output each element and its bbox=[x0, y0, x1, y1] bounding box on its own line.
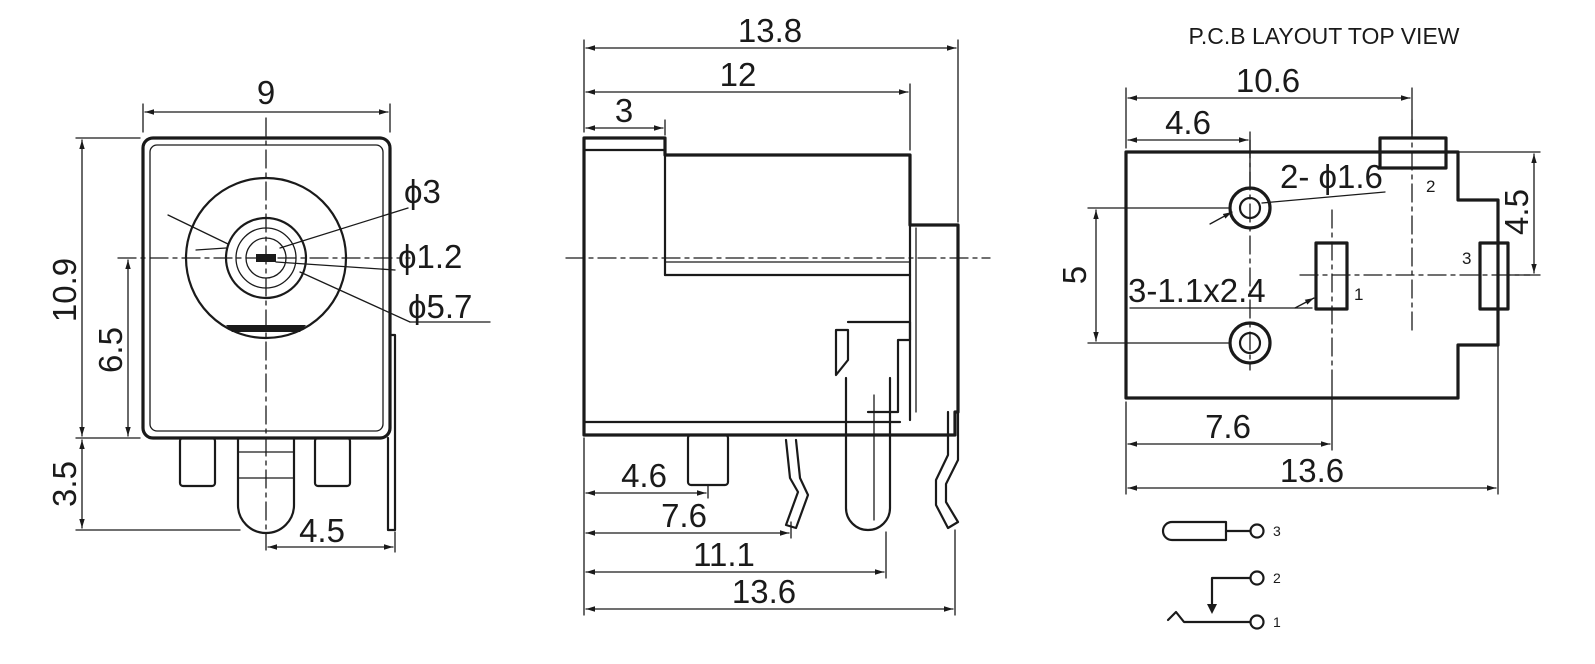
schematic-pin1-label: 1 bbox=[1273, 614, 1281, 630]
pcb-pin1-label: 1 bbox=[1354, 285, 1363, 304]
dim-pcb-hole-offset: 4.6 bbox=[1165, 104, 1211, 141]
schematic-sleeve bbox=[1161, 520, 1228, 542]
leader-a bbox=[167, 214, 229, 245]
pcb-title: P.C.B LAYOUT TOP VIEW bbox=[1189, 23, 1460, 49]
leader-holes bbox=[1261, 191, 1386, 204]
schematic-pin3-label: 3 bbox=[1273, 523, 1281, 539]
dim-pcb-slot-offset: 7.6 bbox=[1205, 408, 1251, 445]
front-side-tab bbox=[386, 333, 397, 532]
side-leg-bent-right bbox=[934, 410, 960, 530]
dim-dia-outer: ϕ3 bbox=[404, 173, 441, 210]
dim-pcb-slots: 3-1.1x2.4 bbox=[1128, 272, 1266, 309]
side-body-outline bbox=[582, 136, 960, 437]
pcb-pin2-label: 2 bbox=[1426, 177, 1435, 196]
dim-side-body: 12 bbox=[720, 56, 757, 93]
dim-side-pin-b: 7.6 bbox=[661, 497, 707, 534]
schematic-terminal-3 bbox=[1249, 523, 1265, 539]
dim-pcb-width: 10.6 bbox=[1236, 62, 1300, 99]
dim-pcb-hole-spacing: 5 bbox=[1056, 266, 1093, 284]
pcb-pin3-label: 3 bbox=[1462, 249, 1471, 268]
leader-holes-arrow bbox=[1209, 211, 1233, 225]
dim-side-overall: 13.8 bbox=[738, 12, 802, 49]
dim-side-base: 13.6 bbox=[732, 573, 796, 610]
schematic-terminal-1 bbox=[1249, 614, 1265, 630]
dim-front-center-height: 6.5 bbox=[92, 327, 129, 373]
front-leg-right bbox=[313, 436, 352, 488]
side-contact-tab bbox=[834, 328, 850, 377]
schematic-symbol bbox=[1161, 520, 1265, 630]
dim-dia-bore: ϕ5.7 bbox=[408, 288, 472, 325]
dim-front-pin-offset: 4.5 bbox=[299, 512, 345, 549]
pcb-layout bbox=[1087, 87, 1541, 495]
front-leg-center bbox=[236, 436, 296, 535]
side-contact-block bbox=[846, 320, 912, 414]
front-view bbox=[75, 103, 491, 553]
leader-slots bbox=[1294, 297, 1315, 309]
leader-b bbox=[195, 247, 227, 251]
dim-side-flange: 3 bbox=[615, 92, 633, 129]
dim-pcb-length: 13.6 bbox=[1280, 452, 1344, 489]
schematic-terminal-2 bbox=[1249, 570, 1265, 586]
schematic-wire-2 bbox=[1210, 576, 1252, 610]
dim-front-height: 10.9 bbox=[46, 258, 83, 322]
side-view bbox=[565, 39, 991, 616]
dim-pcb-holes: 2- ϕ1.6 bbox=[1280, 158, 1383, 195]
dim-pcb-pin3-offset: 4.5 bbox=[1498, 189, 1535, 235]
leader-dia12 bbox=[275, 261, 396, 271]
leader-dia57 bbox=[299, 271, 411, 323]
schematic-arrow-2 bbox=[1207, 604, 1217, 614]
dim-dia-pin: ϕ1.2 bbox=[398, 238, 462, 275]
front-leg-left bbox=[178, 436, 217, 488]
pcb-slot-3 bbox=[1478, 241, 1510, 311]
dim-side-pin-c: 11.1 bbox=[693, 536, 755, 573]
leader-dia3 bbox=[279, 207, 409, 249]
pcb-slot-2 bbox=[1378, 136, 1448, 170]
side-leg-center bbox=[844, 376, 892, 532]
schematic-pin2-label: 2 bbox=[1273, 570, 1281, 586]
dim-front-pin-length: 3.5 bbox=[46, 461, 83, 507]
dim-front-width: 9 bbox=[257, 74, 275, 111]
side-leg-bent-left bbox=[784, 438, 810, 530]
side-leg-left bbox=[686, 433, 730, 487]
dim-side-pin-a: 4.6 bbox=[621, 457, 667, 494]
schematic-wire-1 bbox=[1166, 610, 1252, 624]
